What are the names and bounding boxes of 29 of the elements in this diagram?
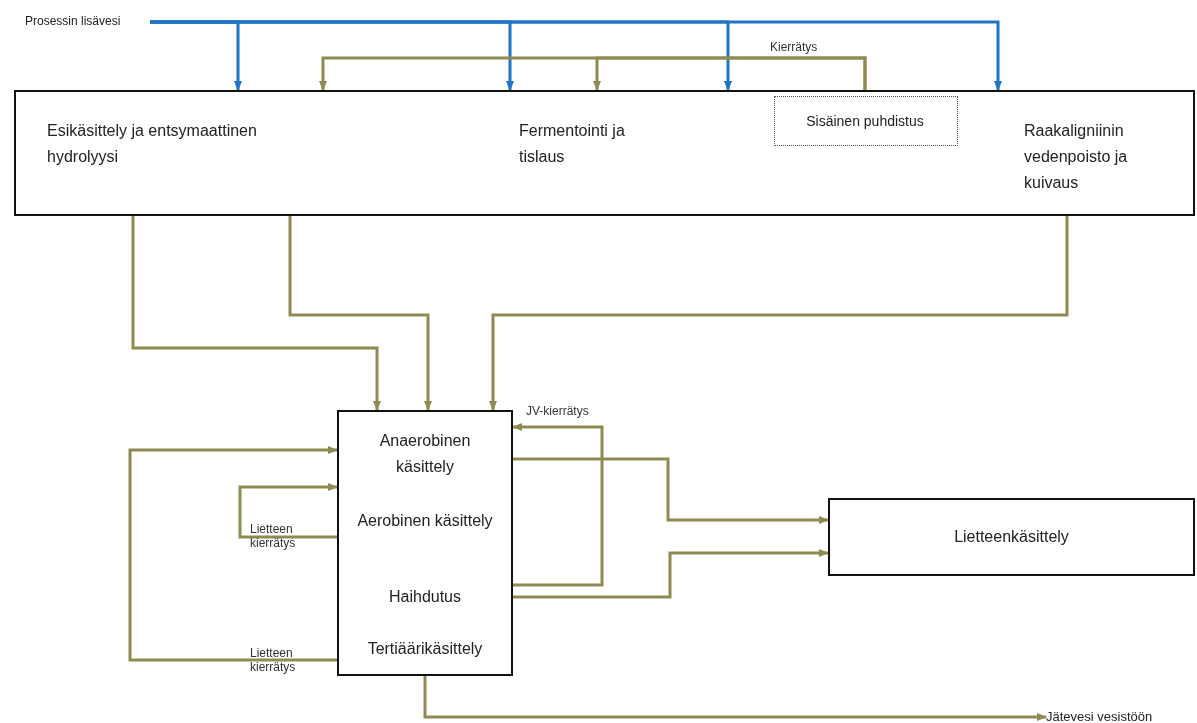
process-box	[337, 410, 513, 676]
edge-label: Lietteen kierrätys	[250, 646, 297, 674]
process-text: Raakaligniinin vedenpoisto ja kuivaus	[1024, 121, 1129, 193]
arrow	[150, 20, 1002, 91]
arrow	[128, 446, 338, 662]
process-box	[14, 90, 1195, 216]
dotted-process-box	[774, 96, 958, 146]
process-text: Anaerobinen käsittely	[378, 431, 472, 477]
process-text: Aerobinen käsittely	[356, 511, 494, 531]
process-box	[828, 498, 1195, 576]
flow-label: Prosessin lisävesi	[25, 14, 150, 30]
arrow	[513, 549, 829, 599]
arrow	[513, 457, 829, 524]
arrow	[131, 216, 381, 411]
flow-label: Jätevesi vesistöön	[1046, 709, 1186, 723]
edge-label: Lietteen kierrätys	[250, 522, 297, 550]
process-text: Fermentointi ja tislaus	[519, 121, 626, 167]
arrow	[512, 423, 604, 587]
process-text: Sisäinen puhdistus	[805, 112, 925, 131]
edge-label: Kierrätys	[770, 40, 819, 54]
arrow	[423, 676, 1047, 721]
process-text: Tertiäärikäsittely	[366, 639, 484, 659]
arrow	[288, 216, 432, 411]
arrow	[489, 216, 1069, 411]
edge-label: JV-kierrätys	[526, 404, 590, 418]
process-text: Esikäsittely ja entsymaattinen hydrolyysi	[47, 121, 258, 167]
arrow	[238, 483, 338, 539]
process-text: Haihdutus	[387, 587, 462, 607]
process-text: Lietteenkäsittely	[953, 527, 1070, 547]
